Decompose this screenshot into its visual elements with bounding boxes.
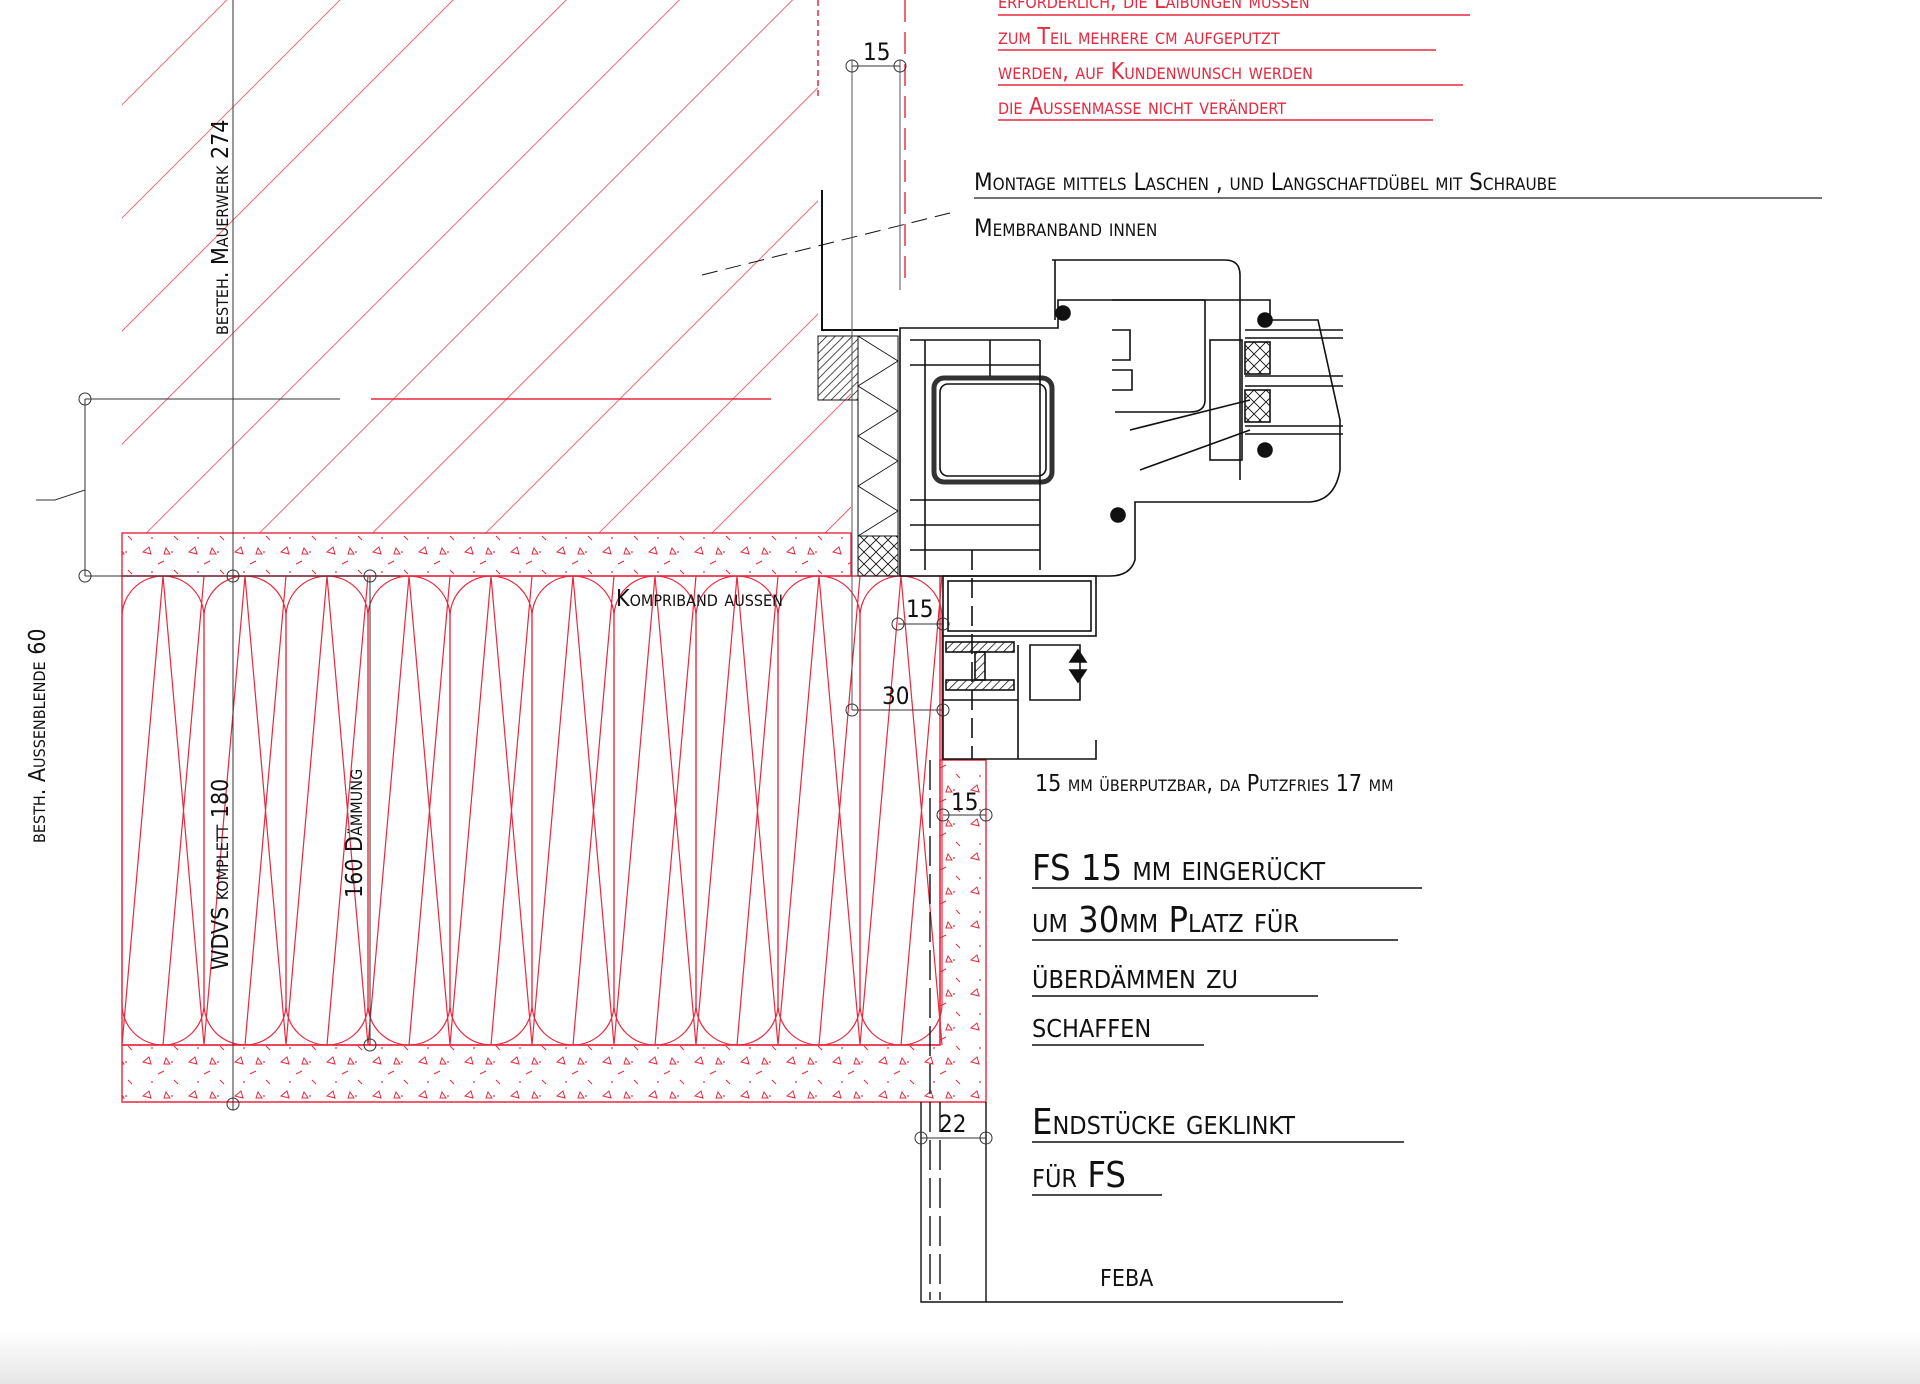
insulation-cell [613,575,697,1046]
membranband-label: Membranband innen [974,214,1157,242]
dimension-value: 15 [906,595,933,623]
endstuecke-note-line: für FS [1032,1155,1126,1196]
plaster-band-bottom [121,759,987,1103]
dimension-value: 30 [882,682,909,710]
insulation-cell [695,575,779,1046]
fs-note-line: schaffen [1032,1005,1151,1046]
mauerwerk-label: besteh. Mauerwerk 274 [208,120,234,335]
window-frame-profile [899,259,1343,577]
masonry-wall [122,0,851,533]
dimension-value: 22 [939,1110,966,1138]
fs-note-line: FS 15 mm eingerückt [1032,848,1325,889]
fs-note-line: überdämmen zu [1032,956,1238,997]
daemmung-label: 160 Dämmung [342,769,368,898]
window-bottom-edge [0,1330,1920,1384]
endstuecke-note-line: Endstücke geklinkt [1032,1102,1295,1143]
montage-label: Montage mittels Laschen , und Langschaft… [974,168,1557,196]
aussenblende-label: besth. Aussenblende 60 [25,628,51,843]
insulation-cell [367,575,451,1046]
insulation-cell [449,575,533,1046]
insulation-cell [531,575,615,1046]
insulation-cell [777,575,861,1046]
red-note-line: erforderlich, die Laibungen müssen [998,0,1310,14]
kompriband [701,0,951,710]
shutter-profile [942,550,1097,760]
insulation-cell [121,575,205,1046]
dimension-value: 15 [863,38,890,66]
red-note: erforderlich, die Laibungen müssen zum T… [998,0,1313,120]
red-note-line: die Aussenmaße nicht verändert [998,94,1286,120]
dimension-lines [36,0,993,1145]
red-underlines [998,14,1470,121]
fs-note-line: um 30mm Platz für [1032,900,1299,941]
fs-note-underlines [1032,887,1422,1196]
ueberputzbar-label: 15 mm überputzbar, da Putzfries 17 mm [1035,771,1394,797]
red-note-line: werden, auf Kundenwunsch werden [998,59,1313,85]
wdvs-label: WDVS komplett 180 [208,779,234,970]
dimension-value: 15 [951,788,978,816]
insulation-wdvs [121,575,943,1046]
red-note-line: zum Teil mehrere cm aufgeputzt [998,24,1280,50]
kompriband-label: Kompriband aussen [616,586,783,612]
plaster-band-top [121,532,852,577]
feba-label: FEBA [1100,1266,1153,1292]
fs-end-line [920,760,1343,1303]
dimension-values: 15 15 30 15 22 [863,38,978,1138]
